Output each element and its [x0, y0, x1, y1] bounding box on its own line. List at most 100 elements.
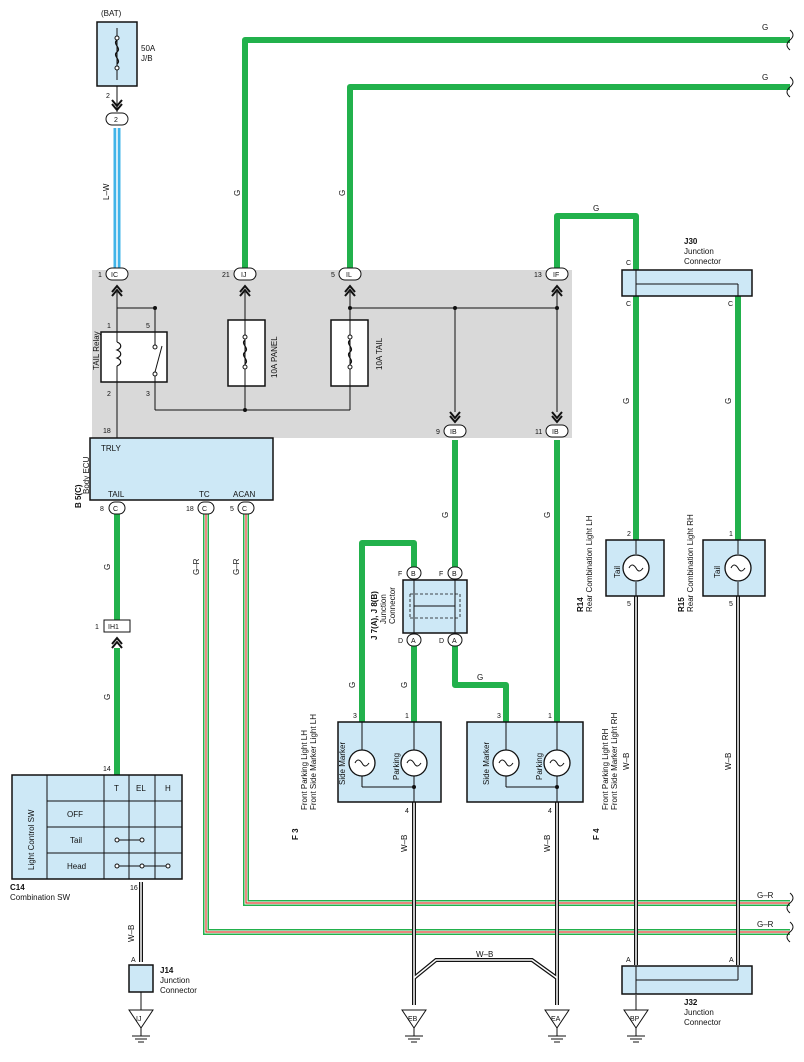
- wire-label-gr-3: G–R: [757, 891, 774, 900]
- wire-label-g-4: G: [338, 190, 347, 196]
- sw-row-off: OFF: [67, 810, 83, 819]
- j7-conn-a1: A: [411, 638, 416, 645]
- wire-label-gr-1: G–R: [192, 558, 201, 575]
- j30-connector: [621, 269, 753, 297]
- ground-bp: [623, 1009, 649, 1043]
- fuse-rating: 50A: [141, 44, 156, 53]
- f4-pin-1: 1: [548, 713, 552, 720]
- body-ecu: [89, 437, 274, 501]
- j7-j8-name-1: Junction: [379, 594, 388, 624]
- jb-conn-il: IL: [346, 272, 352, 279]
- relay-pin-2: 2: [107, 391, 111, 398]
- wire-label-lw: L–W: [102, 183, 111, 200]
- wire-label-wb-4: W–B: [622, 753, 631, 770]
- jb-pin-18: 18: [103, 428, 111, 435]
- r14-name: Rear Combination Light LH: [585, 515, 594, 612]
- j8-pin-f1: F: [398, 571, 402, 578]
- j32-name-2: Connector: [684, 1018, 721, 1027]
- bat-connector-label: 2: [114, 117, 118, 124]
- sw-col-el: EL: [136, 784, 146, 793]
- j30-name-2: Connector: [684, 257, 721, 266]
- sw-pin-16: 16: [130, 885, 138, 892]
- wire-label-g-7: G: [724, 398, 733, 404]
- f4-code: F 4: [592, 828, 601, 840]
- relay-pin-5: 5: [146, 323, 150, 330]
- wire-label-g-1: G: [762, 23, 768, 32]
- sw-name: Combination SW: [10, 893, 70, 902]
- j14-code: J14: [160, 966, 174, 975]
- sw-pin-14: 14: [103, 766, 111, 773]
- j7-j8-pins: [406, 566, 463, 647]
- wire-label-wb-6: W–B: [127, 925, 136, 942]
- f4-name-1: Front Parking Light RH: [601, 728, 610, 810]
- jb-pin-11: 11: [535, 429, 542, 436]
- j14-connector: [128, 964, 154, 993]
- j32-code: J32: [684, 998, 698, 1007]
- jb-conn-ij: IJ: [241, 272, 246, 279]
- ecu-conn-c1: C: [113, 506, 118, 513]
- fuse-location: J/B: [141, 54, 153, 63]
- fuse-10a-panel: [227, 319, 266, 387]
- wire-g-j7-f4: [452, 645, 509, 722]
- fuse-10a-panel-label: 10A PANEL: [270, 336, 279, 378]
- jb-top-connectors: [105, 267, 569, 281]
- wire-label-wb-1: W–B: [400, 835, 409, 852]
- ground-ij: [128, 1009, 154, 1043]
- j30-code: J30: [684, 237, 698, 246]
- wire-g-il: [347, 84, 790, 272]
- jb-pin-1: 1: [98, 272, 102, 279]
- f4-bulb-parking: Parking: [535, 753, 544, 780]
- jb-pin-21: 21: [222, 272, 230, 279]
- f3-name-2: Front Side Marker Light LH: [309, 714, 318, 810]
- j32-name-1: Junction: [684, 1008, 714, 1017]
- wire-label-g-8: G: [441, 512, 450, 518]
- wire-label-g-13: G: [400, 682, 409, 688]
- j7-j8-code: J 7(A), J 8(B): [370, 591, 379, 640]
- j8-conn-b1: B: [411, 571, 416, 578]
- ecu-acan: ACAN: [233, 490, 255, 499]
- ground-ea: [544, 1009, 570, 1043]
- wire-label-g-2: G: [762, 73, 768, 82]
- ecu-tc: TC: [199, 490, 210, 499]
- r14-bulb-tail: Tail: [613, 566, 622, 578]
- wire-label-wb-3: W–B: [476, 950, 493, 959]
- relay-pin-3: 3: [146, 391, 150, 398]
- j30-pin-c-right: C: [728, 301, 733, 308]
- ecu-conn-c2: C: [202, 506, 207, 513]
- f4-bulb-side-marker: Side Marker: [482, 742, 491, 785]
- sw-row-tail: Tail: [70, 836, 82, 845]
- wire-label-g-14: G: [477, 673, 483, 682]
- j7-conn-a2: A: [452, 638, 457, 645]
- wire-label-g-9: G: [543, 512, 552, 518]
- wire-g-ij: [242, 37, 790, 272]
- j14-name-1: Junction: [160, 976, 190, 985]
- f4-name-2: Front Side Marker Light RH: [610, 712, 619, 810]
- ecu-code: B 5(C): [74, 484, 83, 508]
- f3-name-1: Front Parking Light LH: [300, 730, 309, 810]
- jb-ib9-label: IB: [450, 429, 457, 436]
- ecu-tail: TAIL: [108, 490, 125, 499]
- ecu-name: Body ECU: [82, 456, 91, 494]
- jb-pin-13: 13: [534, 272, 542, 279]
- f3-pin-3: 3: [353, 713, 357, 720]
- sw-col-h: H: [165, 784, 171, 793]
- relay-pin-1: 1: [107, 323, 111, 330]
- ground-bp-label: BP: [630, 1016, 640, 1023]
- r15-code: R15: [677, 597, 686, 612]
- ecu-conn-c3: C: [242, 506, 247, 513]
- r14-pin-5: 5: [627, 601, 631, 608]
- ecu-pin-18: 18: [186, 506, 194, 513]
- r15-bulb-tail: Tail: [713, 566, 722, 578]
- wire-label-gr-4: G–R: [757, 920, 774, 929]
- wire-label-wb-5: W–B: [724, 753, 733, 770]
- jb-ib11-label: IB: [552, 429, 559, 436]
- bat-label: (BAT): [101, 9, 122, 18]
- j14-name-2: Connector: [160, 986, 197, 995]
- j7-pin-d2: D: [439, 638, 444, 645]
- jb-pin-9: 9: [436, 429, 440, 436]
- ground-eb: [401, 1009, 427, 1043]
- sw-col-t: T: [114, 784, 119, 793]
- jb-conn-ic: IC: [111, 272, 118, 279]
- wire-label-g-10: G: [103, 564, 112, 570]
- j32-pin-a-left: A: [626, 957, 631, 964]
